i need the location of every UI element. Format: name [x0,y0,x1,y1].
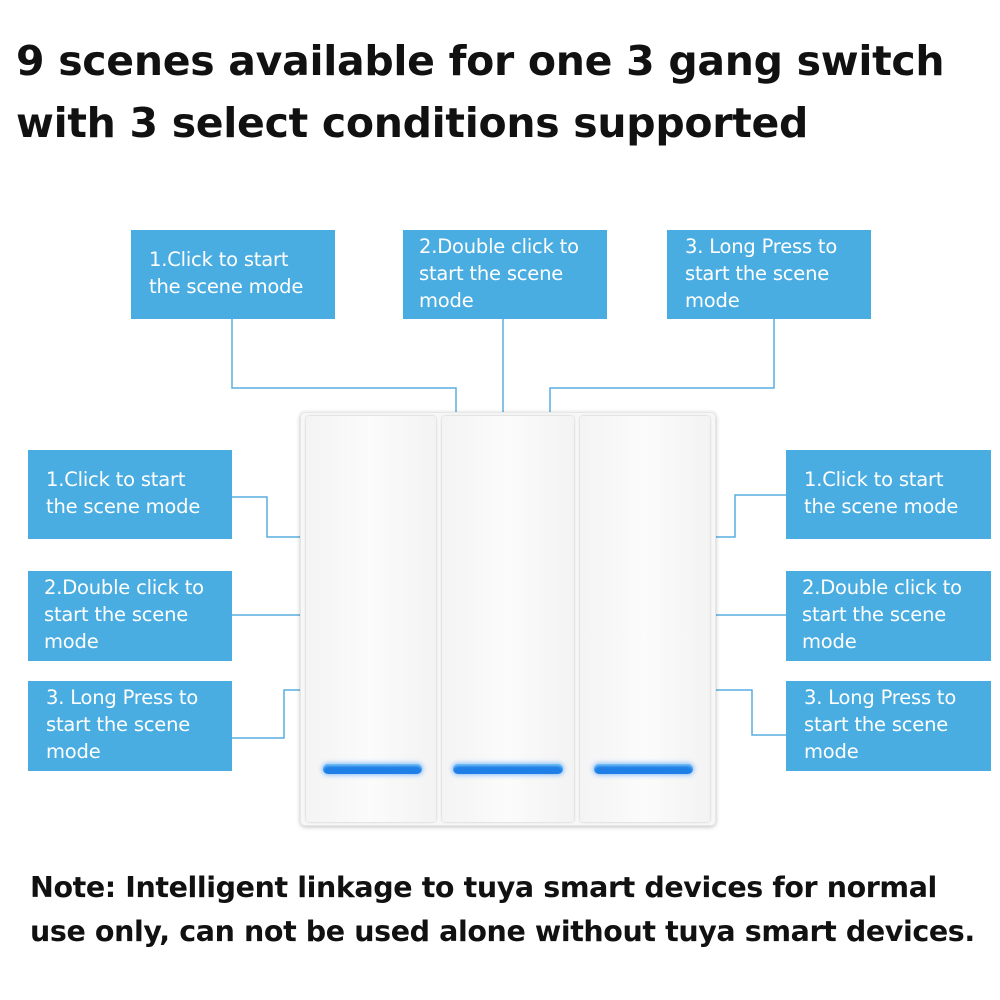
label-line: 2.Double click to [419,235,579,258]
label-top-click: 1.Click to start the scene mode [131,230,335,319]
label-line: start the scene [419,262,564,285]
connector-right-long [705,689,786,736]
connector-left-click [232,496,318,538]
footnote-line-2: use only, can not be used alone without … [30,915,975,948]
switch-rocker-left[interactable] [306,416,436,822]
label-right-double-click: 2.Double click to start the scene mode [786,571,991,661]
label-left-click: 1.Click to start the scene mode [28,450,232,539]
switch-rocker-middle[interactable] [442,416,574,822]
label-line: 3. Long Press to [685,235,838,258]
indicator-light-middle [453,764,563,774]
label-right-long-press: 3. Long Press to start the scene mode [786,681,991,771]
label-line: 2.Double click to [44,576,204,599]
label-line: start the scene [804,713,949,736]
indicator-light-right [594,764,693,774]
label-line: the scene mode [46,495,201,518]
label-line: the scene mode [149,275,304,298]
label-line: 1.Click to start [804,468,944,491]
footnote: Note: Intelligent linkage to tuya smart … [30,866,995,954]
label-top-long-press: 3. Long Press to start the scene mode [667,230,871,319]
label-line: 1.Click to start [46,468,186,491]
label-line: start the scene [802,603,947,626]
label-line: 3. Long Press to [804,686,957,709]
three-gang-switch [300,412,716,826]
headline-line-1: 9 scenes available for one 3 gang switch [16,37,945,85]
headline: 9 scenes available for one 3 gang switch… [16,30,991,154]
label-line: mode [46,740,101,763]
label-line: 2.Double click to [802,576,962,599]
indicator-light-left [323,764,422,774]
label-left-long-press: 3. Long Press to start the scene mode [28,681,232,771]
label-line: mode [44,630,99,653]
label-left-double-click: 2.Double click to start the scene mode [28,571,232,661]
label-line: the scene mode [804,495,959,518]
label-right-click: 1.Click to start the scene mode [786,450,991,539]
switch-rocker-right[interactable] [580,416,710,822]
footnote-line-1: Note: Intelligent linkage to tuya smart … [30,871,937,904]
label-line: start the scene [46,713,191,736]
label-top-double-click: 2.Double click to start the scene mode [403,230,607,319]
label-line: mode [802,630,857,653]
label-line: start the scene [685,262,830,285]
connector-right-click [705,494,786,538]
headline-line-2: with 3 select conditions supported [16,99,809,147]
label-line: 1.Click to start [149,248,289,271]
label-line: mode [804,740,859,763]
label-line: mode [419,289,474,312]
label-line: start the scene [44,603,189,626]
label-line: mode [685,289,740,312]
label-line: 3. Long Press to [46,686,199,709]
